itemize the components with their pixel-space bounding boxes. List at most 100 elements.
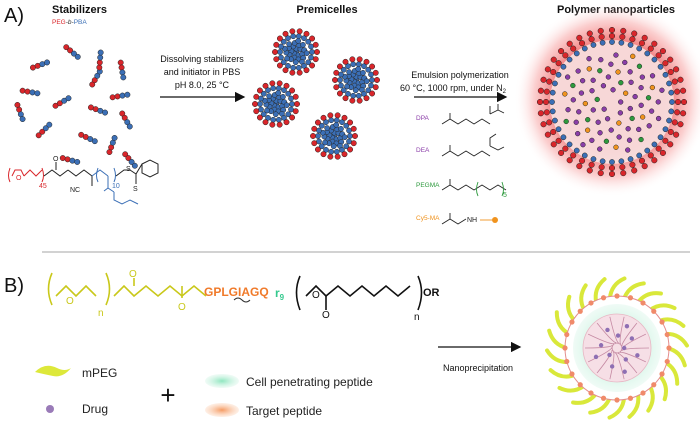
nanoparticle-core-bead [594,96,600,103]
micelle-core-bead [260,111,267,118]
micelle-core-bead [341,134,348,141]
micelle-corona-bead [341,151,348,158]
micelle-corona-bead [262,82,269,89]
nanoparticle-core-bead [578,90,585,96]
micelle-corona-bead [282,67,289,74]
nanoparticle-corona-bead [655,145,662,152]
nanoparticle-core-bead [645,95,652,101]
target-peptide-dot [564,331,570,338]
nanoparticle-core-bead [659,87,665,93]
nanoparticle-corona-bead [674,88,681,95]
stabilizer-bead [96,64,103,71]
nanoparticle-core-bead [625,147,631,153]
micelle-core-bead [300,41,306,48]
nanoparticle-core-bead [590,77,596,83]
nanoparticle-core-bead [597,146,603,152]
target-peptide-dot [659,371,665,377]
nanoparticle-shell-bead [636,152,643,159]
nanoparticle-corona-bead [608,170,616,178]
nanoparticle-core-bead [616,120,622,126]
nanoparticle-core-bead [603,138,610,144]
micelle-core-bead [292,59,299,66]
ester-o-top: O [129,269,137,280]
micelle-core-bead [338,125,344,132]
stabilizer-bead [124,119,131,126]
micelle-corona-bead [356,97,363,104]
micelle-corona-bead [347,119,354,126]
nanoparticle-shell-bead [599,39,606,46]
step-nanoprecipitation: Nanoprecipitation [443,363,513,373]
step2-text-2: 60 °C, 1000 rpm, under N2 [400,83,507,95]
legend: mPEG Drug + Cell penetrating peptide Tar… [35,365,373,418]
nanoparticle-corona-bead [638,40,646,47]
nanoparticle-corona-bead [546,78,553,85]
nanoparticle-corona-bead [550,56,557,63]
nanoparticle-core-bead [600,83,607,89]
nanoparticle-core-bead [582,100,588,107]
nanoparticle-shell-bead [609,159,615,165]
stabilizer-bead [131,162,138,169]
nanoparticle-shell-bead [549,108,556,115]
nanoparticle-core-bead [649,73,656,79]
nanoparticle-shell-bead [552,117,558,124]
nanoparticle-core-bead [585,117,591,123]
premicelles-title: Premicelles [296,4,357,16]
stabilizer-bead [63,44,70,51]
micelle-corona-bead [314,49,320,55]
nanoparticle-corona-bead [620,170,627,177]
nanoparticle-shell-bead [555,71,562,78]
nanoparticle-core-bead [616,134,622,140]
drug-dot [624,324,630,329]
nanoparticle-core-bead [586,56,592,62]
nanoparticle-shell-bead [552,80,558,87]
micelle-corona-bead [342,95,349,102]
nanoparticle-corona-bead [608,32,616,40]
micelle-corona-bead [314,146,321,153]
nanoparticle-core-bead [638,85,644,91]
nanoparticle-corona-bead [597,27,604,34]
nanoparticle-shell-bead [560,63,567,70]
nanoparticle-corona-bead [677,121,684,128]
micelle-corona-bead [349,97,356,104]
micelle-core-bead [289,101,295,107]
micelle-corona-bead [327,112,334,119]
micelle-core-bead [361,91,367,97]
nanoparticle-core-bead [615,69,621,75]
pcl-o-text: O [312,290,320,301]
stabilizer-bead [94,72,101,79]
micelle-core-bead [303,50,310,57]
peg-repeat-n: n [98,308,104,319]
nanoparticle-shell-bead [573,50,580,57]
stabilizer-bead [91,77,98,84]
micelle-core-bead [301,35,307,41]
nanoparticle-shell-bead [662,126,669,133]
nanoparticle-corona-bead [671,78,678,85]
nanoparticle-corona-bead [586,167,593,174]
nanoparticle-inner-core [582,313,652,383]
micelle-corona-bead [256,114,263,121]
micelle-corona-bead [336,90,343,97]
micelle-corona-bead [356,56,363,63]
nanoparticle-shell-bead [668,89,675,96]
sulfur-label-1: S [126,166,131,173]
micelle-core-bead [283,102,290,109]
nanoparticle-corona-bead [576,34,583,41]
drug-dot [605,327,610,333]
micelle-corona-bead [372,84,379,91]
nanoparticle-core-bead [590,107,596,113]
micelle-core-bead [333,148,340,155]
micelle-core-bead [265,87,271,93]
nanoparticle-core-bead [610,87,616,93]
micelle-core-bead [284,55,290,62]
stabilizer-bead [65,95,72,102]
legend-plus: + [160,380,175,410]
stabilizer-bead [118,64,125,71]
micelle-corona-bead [336,63,343,70]
micelle-core-bead [328,148,335,155]
mpeg-arm [657,373,668,402]
stabilizer-bead [67,47,74,54]
micelle-core-bead [365,87,372,94]
micelle-corona-bead [342,58,349,65]
nanoparticle-core-bead [622,90,629,96]
nanoparticle-corona-bead [608,26,616,34]
